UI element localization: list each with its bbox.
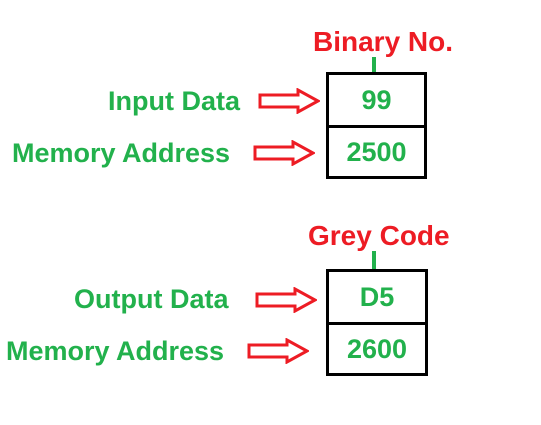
grey-connector-stem [372, 251, 376, 269]
binary-header: Binary No. [313, 26, 454, 57]
grey-box-divider [329, 322, 425, 325]
grey-memory-address-value: 2600 [346, 333, 408, 364]
grey-output-data-value: D5 [359, 281, 395, 312]
binary-memory-box: 99 2500 [326, 72, 427, 179]
memory-address-arrow-icon-grey [247, 338, 309, 364]
memory-address-label-binary: Memory Address [12, 138, 231, 168]
binary-input-data-value: 99 [361, 84, 392, 115]
input-data-arrow-icon [258, 88, 320, 114]
binary-connector-stem [372, 57, 376, 73]
grey-header: Grey Code [308, 220, 450, 251]
input-data-label: Input Data [108, 86, 240, 116]
binary-memory-address-value: 2500 [346, 136, 407, 167]
binary-box-divider [329, 125, 424, 128]
memory-address-arrow-icon-binary [253, 140, 315, 166]
output-data-label: Output Data [74, 284, 229, 314]
memory-address-label-grey: Memory Address [6, 336, 225, 366]
output-data-arrow-icon [255, 287, 317, 313]
grey-memory-box: D5 2600 [326, 269, 428, 376]
